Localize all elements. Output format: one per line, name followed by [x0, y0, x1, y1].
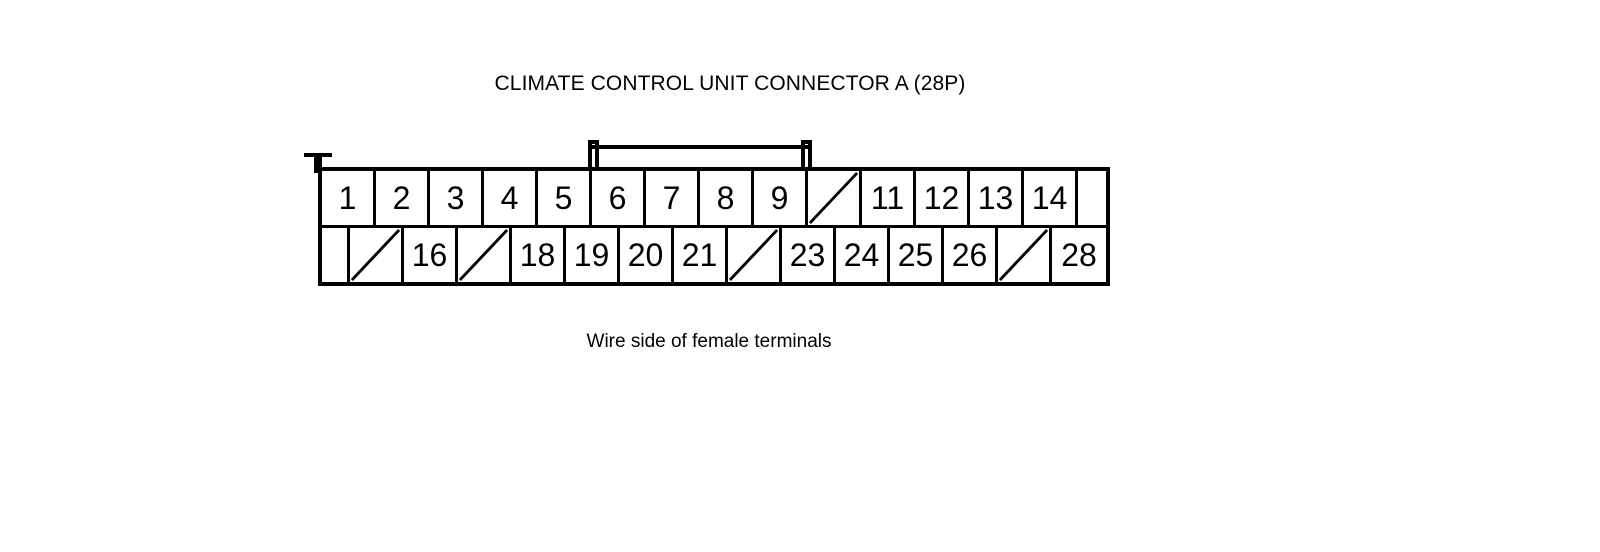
- pin-number-label: 4: [500, 180, 519, 216]
- pin-number-label: 3: [446, 180, 465, 216]
- pin-cell-25: 25: [890, 228, 944, 282]
- pin-cell-unused: [350, 228, 404, 282]
- pin-cell-19: 19: [566, 228, 620, 282]
- pin-number-label: 23: [789, 237, 826, 273]
- pin-cell-7: 7: [646, 171, 700, 225]
- corner-notch-left: [318, 153, 332, 173]
- unused-terminal-slash-icon: [728, 228, 779, 282]
- pin-cell-5: 5: [538, 171, 592, 225]
- pin-cell-4: 4: [484, 171, 538, 225]
- pin-cell-24: 24: [836, 228, 890, 282]
- pin-number-label: 28: [1061, 237, 1097, 273]
- pin-number-label: 16: [411, 237, 448, 273]
- pin-cell-blank: [1078, 171, 1106, 225]
- pin-number-label: 21: [681, 237, 718, 273]
- wire-side-caption: Wire side of female terminals: [586, 331, 832, 352]
- page-title: CLIMATE CONTROL UNIT CONNECTOR A (28P): [494, 72, 966, 95]
- pin-cell-blank: [322, 228, 350, 282]
- pin-cell-unused: [998, 228, 1052, 282]
- pin-number-label: 24: [843, 237, 880, 273]
- pin-number-label: 12: [923, 180, 960, 216]
- pin-number-label: 8: [716, 180, 735, 216]
- pin-number-label: 13: [977, 180, 1014, 216]
- pin-cell-18: 18: [512, 228, 566, 282]
- pin-number-label: 9: [770, 180, 789, 216]
- pin-cell-26: 26: [944, 228, 998, 282]
- pin-cell-unused: [728, 228, 782, 282]
- pin-number-label: 26: [951, 237, 988, 273]
- pin-number-label: 5: [554, 180, 573, 216]
- pin-number-label: 11: [870, 180, 905, 216]
- pin-cell-11: 11: [862, 171, 916, 225]
- pin-cell-28: 28: [1052, 228, 1106, 282]
- pin-cell-16: 16: [404, 228, 458, 282]
- pin-cell-9: 9: [754, 171, 808, 225]
- pin-cell-unused: [808, 171, 862, 225]
- unused-terminal-slash-icon: [350, 228, 401, 282]
- connector-latch: [588, 140, 812, 168]
- pin-number-label: 14: [1031, 180, 1068, 216]
- pin-cell-14: 14: [1024, 171, 1078, 225]
- latch-post-left: [588, 140, 599, 167]
- pin-number-label: 18: [519, 237, 556, 273]
- unused-terminal-slash-icon: [458, 228, 509, 282]
- pin-number-label: 7: [662, 180, 681, 216]
- pin-cell-3: 3: [430, 171, 484, 225]
- pin-cell-2: 2: [376, 171, 430, 225]
- unused-terminal-slash-icon: [998, 228, 1049, 282]
- corner-notch-right: [304, 153, 318, 173]
- pin-number-label: 19: [573, 237, 610, 273]
- pin-cell-20: 20: [620, 228, 674, 282]
- unused-terminal-slash-icon: [808, 171, 859, 225]
- pin-cell-8: 8: [700, 171, 754, 225]
- pin-number-label: 2: [392, 180, 411, 216]
- pin-row-bottom: 16 18 19 20 21 23 24 25 26 28: [322, 225, 1106, 282]
- pin-cell-23: 23: [782, 228, 836, 282]
- pin-number-label: 1: [338, 180, 357, 216]
- pin-number-label: 6: [608, 180, 627, 216]
- pin-cell-21: 21: [674, 228, 728, 282]
- pin-cell-6: 6: [592, 171, 646, 225]
- latch-post-right: [801, 140, 812, 167]
- pin-cell-unused: [458, 228, 512, 282]
- pin-number-label: 20: [627, 237, 664, 273]
- pin-cell-13: 13: [970, 171, 1024, 225]
- pin-number-label: 25: [897, 237, 934, 273]
- pin-cell-12: 12: [916, 171, 970, 225]
- latch-bar: [588, 145, 812, 149]
- pin-cell-1: 1: [322, 171, 376, 225]
